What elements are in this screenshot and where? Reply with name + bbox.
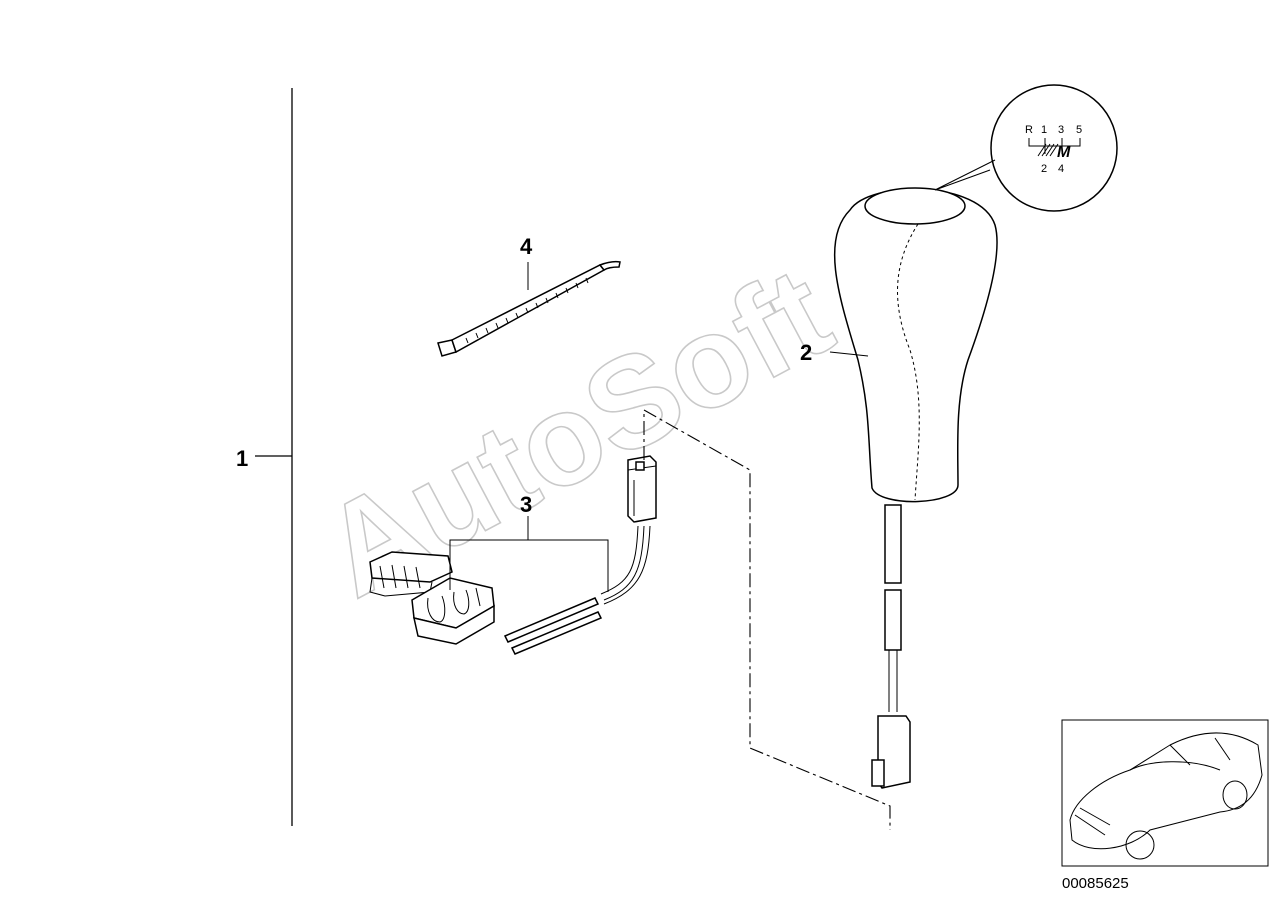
connector-housing-icon: 3	[369, 455, 657, 655]
cable-tie-icon: 4	[437, 234, 621, 357]
part-1-bracket: 1	[236, 88, 293, 826]
callout-3: 3	[520, 492, 532, 517]
gear-label-r: R	[1025, 124, 1033, 136]
shift-pattern-detail: R 1 3 5 M 2 4	[934, 84, 1118, 212]
callout-2: 2	[800, 340, 812, 365]
gear-label-4: 4	[1058, 163, 1064, 175]
document-number: 00085625	[1062, 875, 1129, 892]
callout-1: 1	[236, 446, 248, 471]
gear-label-1: 1	[1041, 124, 1047, 136]
gear-knob-icon: 2	[800, 187, 998, 789]
callout-4: 4	[520, 234, 533, 259]
car-thumbnail-icon	[1061, 719, 1269, 867]
m-logo: M	[1057, 144, 1071, 161]
gear-label-5: 5	[1076, 124, 1082, 136]
connection-line	[643, 409, 891, 830]
gear-label-3: 3	[1058, 124, 1064, 136]
gear-label-2: 2	[1041, 163, 1047, 175]
